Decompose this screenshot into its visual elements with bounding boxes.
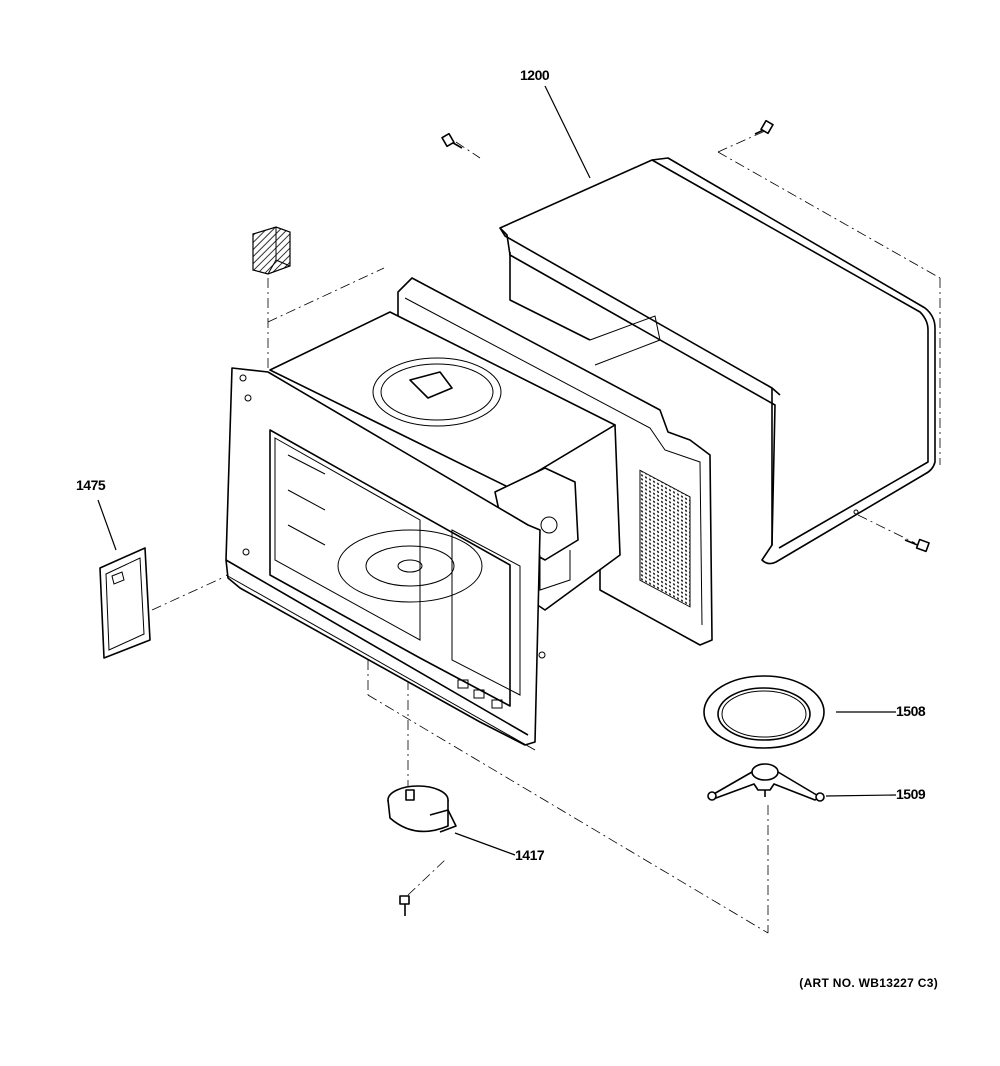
screws [399,119,930,916]
spacer-block [252,226,291,275]
label-turntable-tray: 1508 [896,703,926,719]
leader-lines [97,85,897,856]
label-roller-support: 1509 [896,786,926,802]
label-turntable-motor: 1417 [515,847,545,863]
art-number: (ART NO. WB13227 C3) [799,976,938,990]
outer-case [499,157,936,565]
roller-support [707,763,825,802]
callout-labels: 1200 1475 1508 1509 1417 [76,67,926,863]
door-light-cover [99,547,151,659]
oven-cavity-chassis [225,277,713,751]
turntable-tray [703,675,825,749]
label-door-light-cover: 1475 [76,477,106,493]
turntable-motor [387,785,457,833]
label-outer-case: 1200 [520,67,550,83]
